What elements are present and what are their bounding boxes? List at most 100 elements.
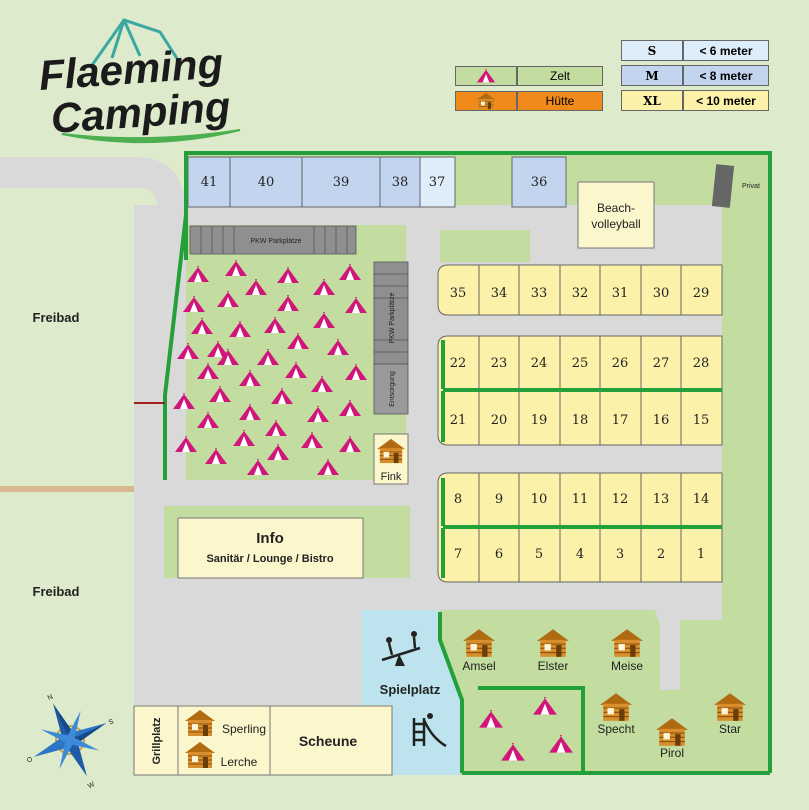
pitch-label: 19	[531, 413, 548, 428]
pitch-41-label: 41	[201, 175, 218, 190]
pitch-label: 6	[495, 547, 503, 562]
pitch-label: 21	[450, 413, 467, 428]
pitch-37-label: 37	[429, 175, 446, 190]
parking-top: PKW Parkplätze	[189, 225, 357, 255]
pitch-label: 14	[693, 492, 710, 507]
pitch-41[interactable]	[187, 156, 231, 208]
svg-text:O: O	[26, 756, 34, 765]
pitch-label: 27	[653, 356, 670, 371]
cabin-star[interactable]: Star	[713, 692, 747, 736]
privat-block	[711, 164, 735, 208]
pitch-39-label: 39	[333, 175, 350, 190]
scheune[interactable]: Scheune	[269, 705, 393, 776]
parking-top-label: PKW Parkplätze	[251, 238, 302, 245]
pitch-40-label: 40	[258, 175, 275, 190]
pitch-label: 4	[576, 547, 584, 562]
parking-side-label: PKW Parkplätze	[389, 292, 396, 343]
grillplatz[interactable]: Grillplatz	[133, 705, 179, 776]
cabin-fink-label: Fink	[381, 471, 402, 483]
pitch-label: 3	[616, 547, 624, 562]
legend-size-xl-label: < 10 meter	[683, 90, 769, 111]
pitches-top: 41 40 39 38 37 36	[187, 156, 567, 208]
pitch-label: 8	[454, 492, 462, 507]
svg-text:N: N	[47, 694, 55, 702]
pitch-label: 7	[454, 547, 462, 562]
freibad-top-label: Freibad	[33, 310, 80, 325]
tent-icon	[476, 69, 496, 84]
beachvolleyball-court	[577, 181, 655, 249]
logo: Flaeming Camping	[37, 18, 241, 144]
cabin-icon	[476, 92, 496, 110]
freibad-bottom-label: Freibad	[33, 584, 80, 599]
cabin-specht[interactable]: Specht	[597, 692, 635, 736]
beachvolleyball-label1: Beach-	[597, 201, 635, 215]
cabin-meise[interactable]: Meise	[610, 628, 644, 673]
pitch-block-3: 8 9 10 11 12 13 14 7 6 5 4 3 2 1	[437, 472, 723, 583]
sperling-lerche: Sperling Lerche	[177, 705, 271, 776]
pitch-38[interactable]	[379, 156, 421, 208]
pitch-label: 25	[572, 356, 589, 371]
grillplatz-label: Grillplatz	[151, 717, 163, 765]
playground[interactable]: Spielplatz	[362, 610, 460, 775]
pitch-label: 34	[491, 286, 508, 301]
parking-side: PKW Parkplätze Entsorgung	[373, 261, 409, 415]
cabin-lerche-label: Lerche	[221, 755, 258, 769]
spielplatz-label: Spielplatz	[380, 682, 441, 697]
legend-huette: Hütte	[517, 91, 603, 111]
pitch-row-1: 35 34 33 32 31 30 29	[437, 264, 723, 316]
info-building[interactable]: Info Sanitär / Lounge / Bistro	[177, 517, 364, 579]
pitch-36[interactable]	[511, 156, 567, 208]
pitch-block-2: 22 23 24 25 26 27 28 21 20 19 18 17 16 1…	[437, 335, 723, 446]
scheune-label: Scheune	[299, 733, 358, 749]
pitch-label: 16	[653, 413, 670, 428]
legend-size-s-label: < 6 meter	[683, 40, 769, 61]
pitch-label: 35	[450, 286, 467, 301]
legend-size-xl-code: XL	[621, 90, 683, 111]
pitch-label: 32	[572, 286, 589, 301]
info-subtitle: Sanitär / Lounge / Bistro	[206, 553, 333, 565]
pitch-37[interactable]	[419, 156, 456, 208]
pitch-36-label: 36	[531, 175, 548, 190]
cabin-pirol-label: Pirol	[660, 746, 684, 760]
compass-icon: N S W O	[26, 694, 115, 791]
legend-size-m-label: < 8 meter	[683, 65, 769, 86]
cabin-elster-label: Elster	[538, 659, 569, 673]
legend-size-m-code: M	[621, 65, 683, 86]
cabin-elster[interactable]: Elster	[536, 628, 570, 673]
entsorgung-label: Entsorgung	[389, 371, 396, 407]
cabin-fink[interactable]: Fink	[373, 433, 409, 485]
pitch-label: 28	[693, 356, 710, 371]
grass-right-strip	[722, 155, 770, 775]
cabin-star-label: Star	[719, 722, 741, 736]
pitch-label: 13	[653, 492, 670, 507]
cabin-amsel-label: Amsel	[462, 659, 495, 673]
pitch-label: 30	[653, 286, 670, 301]
pitch-label: 33	[531, 286, 548, 301]
pitch-label: 31	[612, 286, 629, 301]
seesaw-icon	[381, 631, 421, 666]
pitch-label: 23	[491, 356, 508, 371]
pitch-label: 15	[693, 413, 710, 428]
legend-huette-swatch	[455, 91, 517, 111]
logo-swoosh	[61, 129, 241, 144]
pitch-label: 9	[495, 492, 503, 507]
pitch-39[interactable]	[301, 156, 381, 208]
pitch-label: 1	[697, 547, 705, 562]
legend-size-s-code: S	[621, 40, 683, 61]
pitch-label: 18	[572, 413, 589, 428]
pitch-label: 24	[531, 356, 548, 371]
svg-text:S: S	[108, 718, 115, 726]
legend-zelt-swatch	[455, 66, 517, 86]
cabin-amsel[interactable]: Amsel	[462, 628, 496, 673]
cabin-pirol[interactable]: Pirol	[655, 717, 689, 760]
pitch-40[interactable]	[229, 156, 303, 208]
pitch-label: 11	[572, 492, 589, 507]
cabin-meise-label: Meise	[611, 659, 643, 673]
pitch-label: 17	[612, 413, 629, 428]
logo-tent-icon	[88, 18, 180, 69]
legend-zelt: Zelt	[517, 66, 603, 86]
privat-label: Privat	[742, 183, 760, 190]
pitch-label: 20	[491, 413, 508, 428]
slide-icon	[412, 713, 447, 748]
